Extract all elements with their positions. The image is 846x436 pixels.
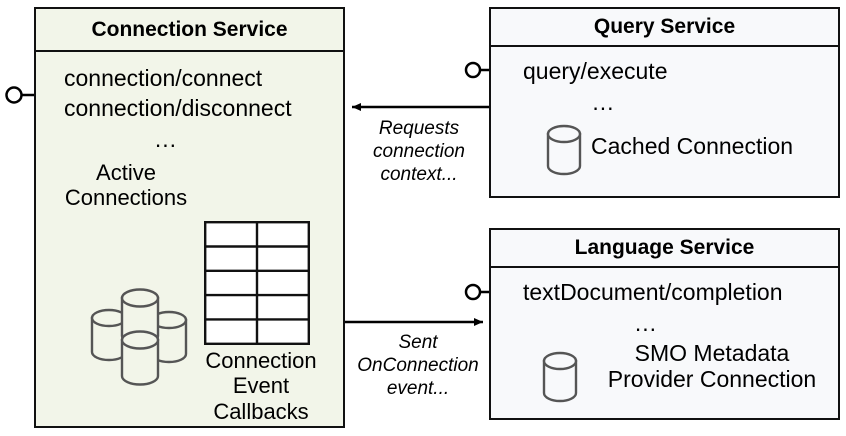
database-stack-icon: [90, 288, 188, 386]
table-grid-icon: [204, 221, 310, 345]
api-connection-disconnect[interactable]: connection/disconnect: [64, 95, 292, 121]
language-service-title: Language Service: [491, 230, 838, 268]
api-connection-connect[interactable]: connection/connect: [64, 65, 263, 91]
connection-service-api-ellipsis: ...: [154, 126, 178, 152]
edge-label-sent-onconnection-event: Sent OnConnection event...: [357, 332, 479, 399]
query-service-title: Query Service: [491, 9, 838, 47]
database-icon: [546, 124, 582, 176]
active-connections-label: Active Connections: [64, 160, 188, 211]
query-service-api-ellipsis: ...: [592, 89, 615, 115]
connection-service-body: connection/connect connection/disconnect…: [36, 52, 343, 426]
smo-metadata-provider-connection-label: SMO Metadata Provider Connection: [607, 340, 817, 393]
connection-event-callbacks-label: Connection Event Callbacks: [205, 348, 317, 424]
connection-service-title: Connection Service: [36, 9, 343, 52]
language-service-body: textDocument/completion ... SMO Metadata…: [491, 268, 838, 418]
edge-label-requests-connection-context: Requests connection context...: [373, 118, 465, 185]
cached-connection-label: Cached Connection: [591, 133, 794, 159]
api-textdocument-completion[interactable]: textDocument/completion: [523, 279, 783, 305]
component-language-service[interactable]: Language Service textDocument/completion…: [489, 228, 840, 420]
database-icon: [542, 351, 578, 403]
query-service-body: query/execute ... Cached Connection: [491, 47, 838, 196]
component-query-service[interactable]: Query Service query/execute ... Cached C…: [489, 7, 840, 198]
language-service-api-ellipsis: ...: [634, 310, 658, 336]
component-connection-service[interactable]: Connection Service connection/connect co…: [34, 7, 345, 428]
api-query-execute[interactable]: query/execute: [523, 58, 668, 84]
